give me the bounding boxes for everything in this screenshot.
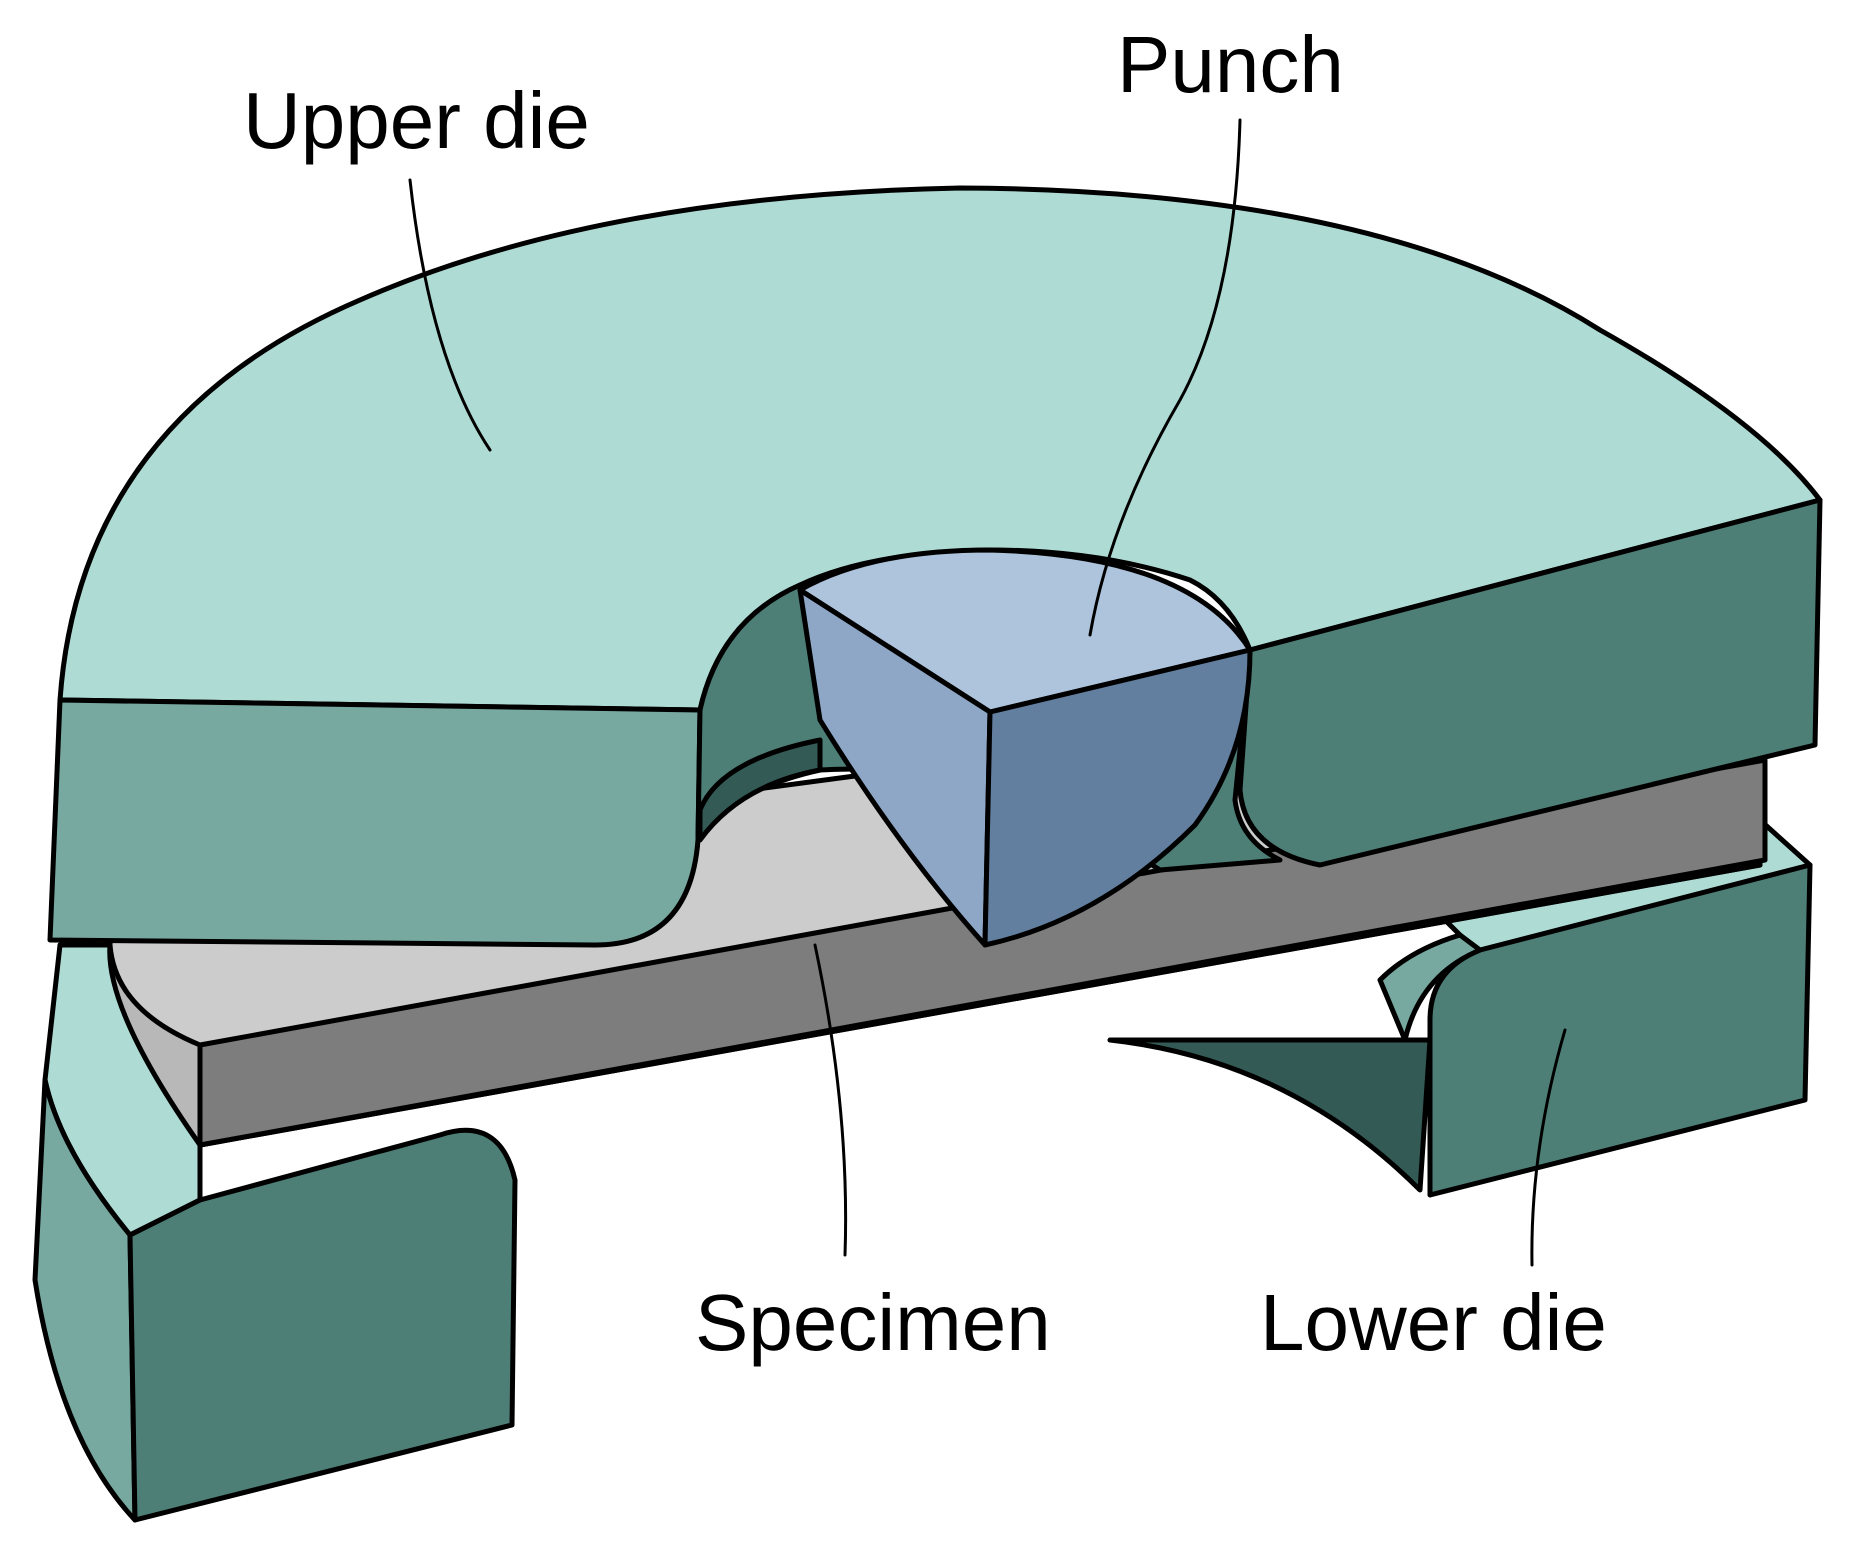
upper-die-leader xyxy=(408,178,492,452)
upper-die-label: Upper die xyxy=(243,76,590,165)
lower-die-left-block xyxy=(127,1127,518,1523)
punch-left-face xyxy=(797,587,993,948)
lower-die-right-inner-curve xyxy=(1377,932,1483,1043)
punch-top-face xyxy=(797,547,1253,715)
specimen-label: Specimen xyxy=(695,1278,1051,1367)
punch-leader xyxy=(1088,118,1242,637)
lower-die-front xyxy=(32,942,518,1523)
upper-die-hole-floor xyxy=(697,737,823,843)
punch-right-face xyxy=(982,647,1253,948)
lower-die-leader xyxy=(1530,1028,1567,1267)
specimen-leader xyxy=(813,943,848,1257)
upper-die-left-side xyxy=(47,697,703,948)
upper-die-right-side xyxy=(1237,497,1823,868)
lower-die-cavity-shadow xyxy=(1107,1037,1433,1193)
punch-label: Punch xyxy=(1117,20,1344,109)
lower-die-label: Lower die xyxy=(1260,1278,1607,1367)
punch-shape xyxy=(797,547,1253,948)
lower-die-left-outer xyxy=(32,1077,138,1523)
specimen-front-face xyxy=(197,757,1763,1148)
